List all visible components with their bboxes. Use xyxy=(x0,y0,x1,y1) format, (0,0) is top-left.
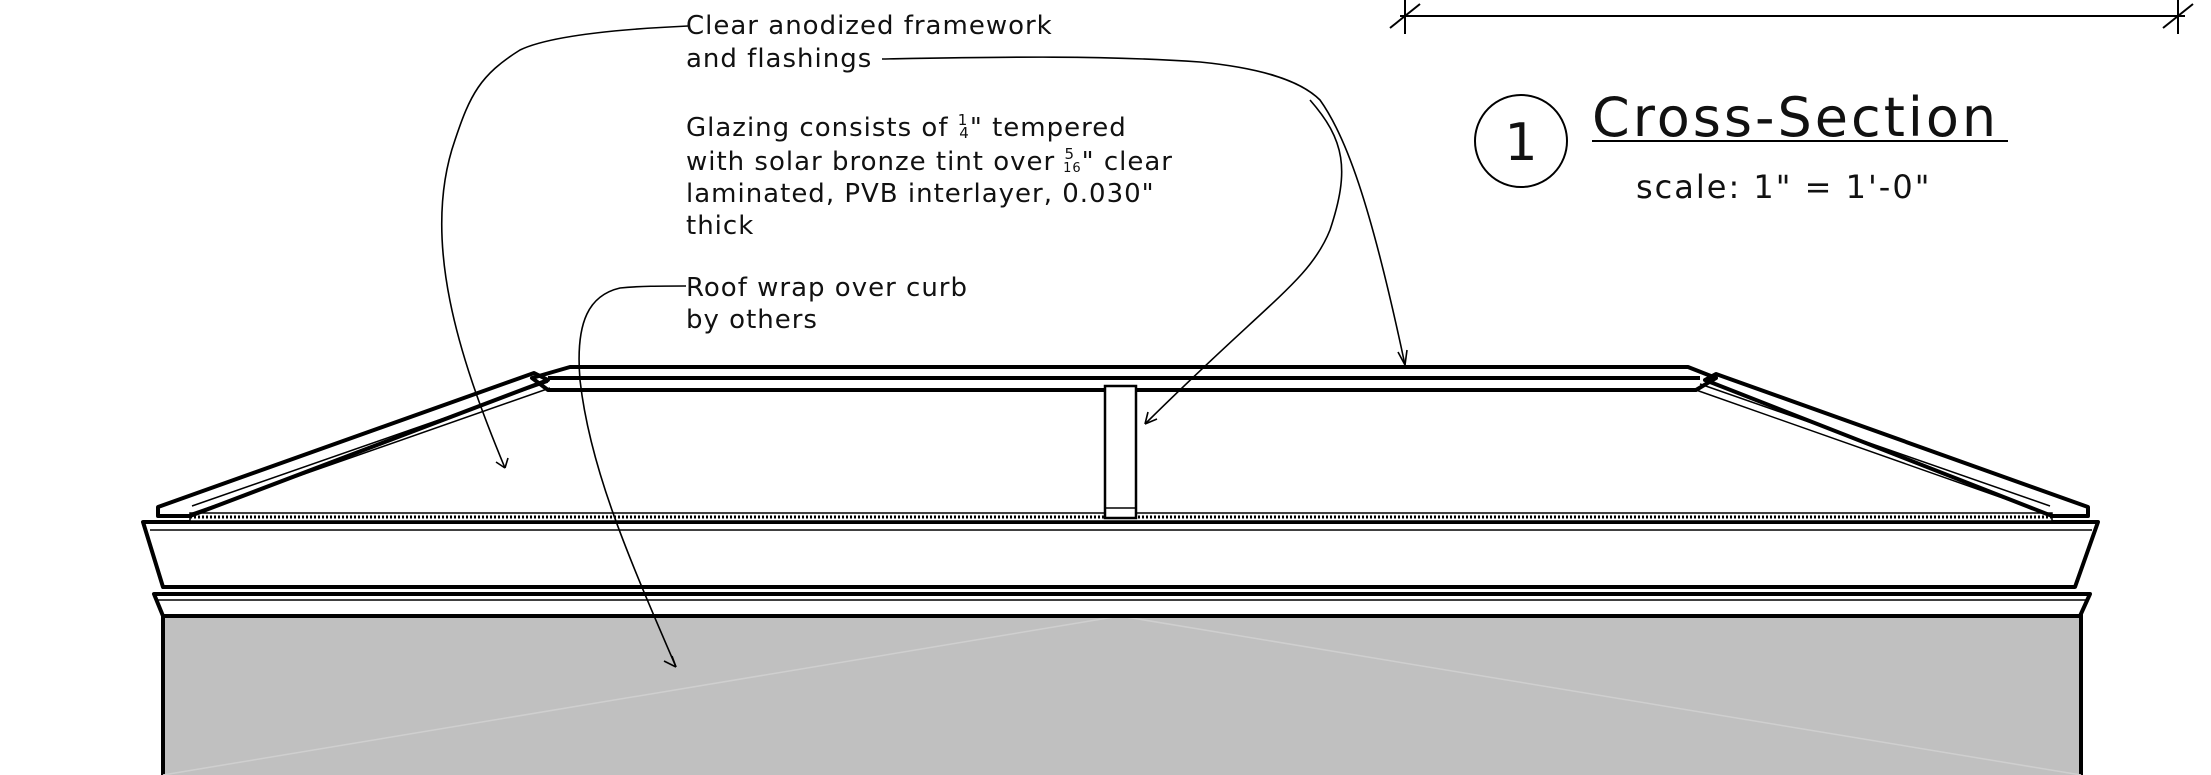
note-glazing-frac2-den: 16 xyxy=(1063,161,1082,176)
title-block: 1 Cross-Section scale: 1" = 1'-0" xyxy=(1474,86,2008,206)
note-glazing-frac1-num: 1 xyxy=(958,111,969,129)
dimension-line xyxy=(1389,0,2194,34)
note-framework-line2: and flashings xyxy=(686,44,872,74)
note-roofwrap-line2: by others xyxy=(686,305,818,335)
detail-number-circle xyxy=(1474,94,1568,188)
note-glazing-line1-b: " tempered xyxy=(970,113,1127,143)
note-glazing-frac2-num: 5 xyxy=(1065,145,1076,163)
note-glazing-line1-a: Glazing consists of xyxy=(686,113,958,143)
note-roofwrap-line1: Roof wrap over curb xyxy=(686,273,968,303)
note-glazing-frac1-den: 4 xyxy=(959,124,970,142)
detail-number: 1 xyxy=(1504,113,1537,173)
note-framework-line1: Clear anodized framework xyxy=(686,11,1053,41)
curb xyxy=(161,614,2083,775)
right-hip-rafter xyxy=(1695,372,2090,518)
curb-flashing xyxy=(152,592,2092,618)
ridge-cap xyxy=(530,365,1718,392)
note-glazing-line2-a: with solar bronze tint over xyxy=(686,147,1065,177)
section-title: Cross-Section xyxy=(1592,86,1999,149)
note-roofwrap: Roof wrap over curb by others xyxy=(686,273,968,335)
left-hip-rafter xyxy=(156,371,551,518)
center-mullion xyxy=(1103,384,1138,520)
note-glazing-line3: laminated, PVB interlayer, 0.030" xyxy=(686,179,1155,209)
note-glazing-line2-b: " clear xyxy=(1082,147,1173,177)
note-glazing-line4: thick xyxy=(686,211,754,241)
note-framework: Clear anodized framework and flashings xyxy=(686,11,1053,74)
scale-text: scale: 1" = 1'-0" xyxy=(1636,168,1931,206)
leaders xyxy=(440,25,1408,668)
base-frame xyxy=(141,520,2100,589)
